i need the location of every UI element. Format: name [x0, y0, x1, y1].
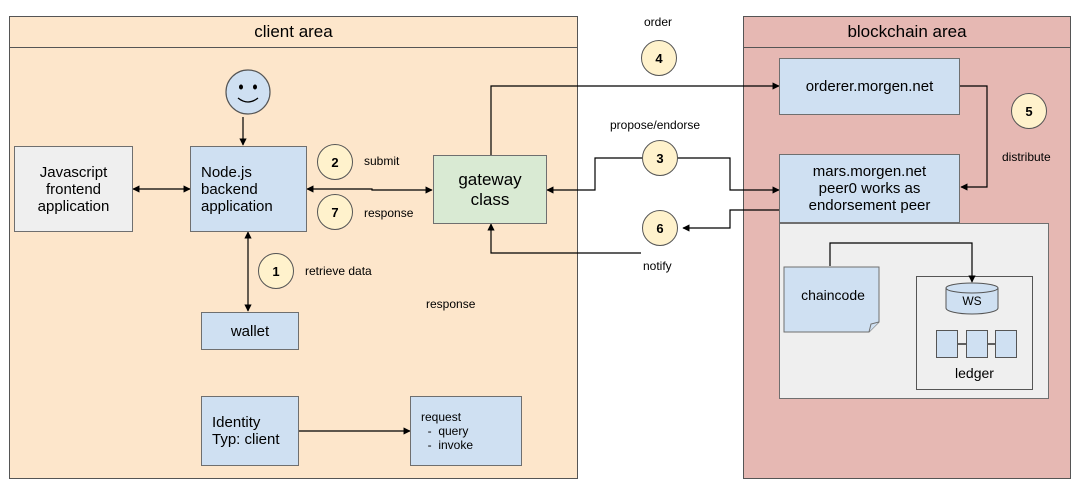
- step-3-label: propose/endorse: [610, 118, 701, 132]
- smiley-face-icon: [225, 69, 271, 115]
- ws-label: WS: [962, 294, 982, 308]
- gateway-class-box: gateway class: [433, 155, 547, 224]
- backend-gateway-arrow: [306, 185, 433, 194]
- ledger-block: [936, 330, 958, 358]
- step-6-label: notify: [643, 259, 672, 273]
- step-7-circle: 7: [317, 194, 353, 230]
- step-7-label: response: [364, 206, 414, 220]
- peer-box: mars.morgen.net peer0 works as endorseme…: [779, 154, 960, 223]
- peer-notify-arrow: [682, 209, 779, 232]
- response-label: response: [426, 297, 476, 311]
- gateway-orderer-arrow: [490, 82, 780, 155]
- wallet-box: wallet: [201, 312, 299, 350]
- ledger-label: ledger: [955, 365, 994, 381]
- step-4-circle: 4: [641, 40, 677, 76]
- ledger-block: [995, 330, 1017, 358]
- client-area-title: client area: [10, 17, 577, 48]
- step-1-label: retrieve data: [305, 264, 372, 278]
- chaincode-document-shape: [783, 266, 880, 333]
- orderer-box: orderer.morgen.net: [779, 58, 960, 115]
- step-2-label: submit: [364, 154, 400, 168]
- step-2-circle: 2: [317, 144, 353, 180]
- ledger-block: [966, 330, 988, 358]
- frontend-application-box: Javascript frontend application: [14, 146, 133, 232]
- step-1-circle: 1: [258, 253, 294, 289]
- request-box: request - query - invoke: [410, 396, 522, 466]
- step-5-circle: 5: [1011, 93, 1047, 129]
- orderer-peer-arrow: [960, 85, 988, 191]
- ws-database-icon: [945, 282, 999, 315]
- identity-box: Identity Typ: client: [201, 396, 299, 466]
- step-6-circle: 6: [642, 210, 678, 246]
- notify-gateway-arrow: [487, 223, 641, 254]
- chaincode-label: chaincode: [801, 287, 865, 303]
- backend-application-box: Node.js backend application: [190, 146, 307, 232]
- step-4-label: order: [644, 15, 673, 29]
- step-5-label: distribute: [1002, 150, 1051, 164]
- blockchain-area-title: blockchain area: [744, 17, 1070, 48]
- chaincode-ws-arrow: [829, 242, 976, 283]
- step-3-circle: 3: [642, 140, 678, 176]
